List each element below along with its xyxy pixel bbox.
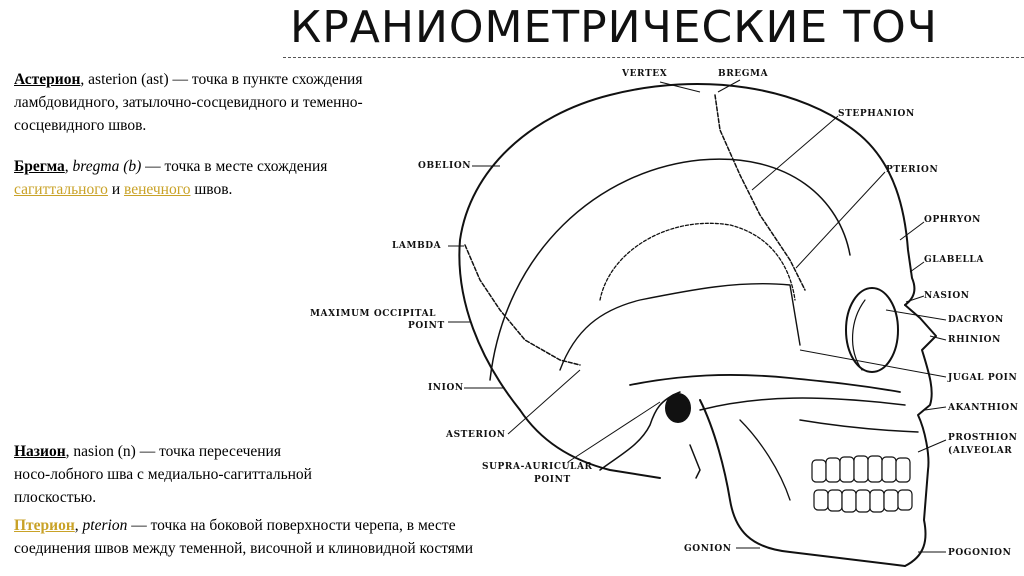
orbit-inner <box>851 299 866 371</box>
styloid <box>689 444 701 479</box>
label-alveolar: (ALVEOLAR <box>948 445 1012 456</box>
paragraph-asterion: Астерион, asterion (ast) — точка в пункт… <box>14 68 363 137</box>
label-inion: INION <box>428 383 464 393</box>
label-lambda: LAMBDA <box>392 241 442 251</box>
label-stephanion: STEPHANION <box>838 109 915 119</box>
zygomatic-arch-lower <box>699 397 906 411</box>
nasion-line-2: носо-лобного шва с медиально-сагиттально… <box>14 466 312 483</box>
bregma-line-1: — точка в месте схождения <box>141 158 328 175</box>
pterion-line-2: соединения швов между теменной, височной… <box>14 540 474 557</box>
title-divider <box>283 57 1024 58</box>
leader-pterion <box>795 171 886 269</box>
label-dacryon: DACRYON <box>948 315 1004 325</box>
label-supra-auricular-point: POINT <box>534 475 571 485</box>
leader-stephanion <box>751 115 839 191</box>
label-pterion: PTERION <box>886 165 938 175</box>
paragraph-nasion: Назион, nasion (n) — точка пересечения н… <box>14 440 312 509</box>
ear-canal <box>665 393 691 423</box>
skull-outline <box>458 83 916 411</box>
paragraph-pterion: Птерион, pterion — точка на боковой пове… <box>14 514 473 560</box>
leader-dacryon <box>885 309 947 321</box>
leader-bregma <box>717 79 741 93</box>
leader-jugal <box>799 349 947 378</box>
teeth <box>811 455 913 513</box>
mandible <box>699 399 906 567</box>
mandible-ramus <box>739 419 791 501</box>
asterion-line-2: ламбдовидного, затылочно-сосцевидного и … <box>14 94 363 111</box>
term-pterion[interactable]: Птерион <box>14 517 75 534</box>
page-title: КРАНИОМЕТРИЧЕСКИЕ ТОЧ <box>290 2 938 53</box>
leader-asterion <box>507 369 581 435</box>
leader-nasion <box>905 295 925 303</box>
pterion-latin: pterion <box>82 517 128 534</box>
temporal-squama <box>559 283 801 371</box>
label-glabella: GLABELLA <box>924 255 984 265</box>
mastoid <box>599 391 681 471</box>
label-prosthion: PROSTHION <box>948 433 1017 443</box>
term-asterion: Астерион <box>14 71 81 88</box>
temporal-line <box>489 158 851 381</box>
label-pogonion: POGONION <box>948 548 1011 558</box>
pterion-line-1: — точка на боковой поверхности черепа, в… <box>127 517 456 534</box>
occipital-lower <box>519 409 661 479</box>
leader-akanthion <box>924 406 947 411</box>
squamous-suture <box>599 222 796 301</box>
label-obelion: OBELION <box>418 161 471 171</box>
zygomatic-arch <box>629 374 901 393</box>
bregma-sep: , <box>64 158 73 175</box>
face-profile <box>904 304 937 567</box>
label-rhinion: RHINION <box>948 335 1001 345</box>
bregma-latin: bregma (b) <box>72 158 142 175</box>
term-bregma: Брегма <box>14 158 65 175</box>
leader-vertex <box>659 81 701 93</box>
label-nasion: NASION <box>924 291 970 301</box>
label-ophryon: OPHRYON <box>924 215 981 225</box>
label-akanthion: AKANTHION <box>947 403 1019 413</box>
label-jugal-point: JUGAL POIN <box>947 373 1017 383</box>
paragraph-bregma: Брегма, bregma (b) — точка в месте схожд… <box>14 155 327 201</box>
leader-glabella <box>909 261 925 273</box>
term-nasion: Назион <box>14 443 66 460</box>
nasion-line-1: , nasion (n) — точка пересечения <box>65 443 281 460</box>
nasion-line-3: плоскостью. <box>14 489 97 506</box>
label-maximum-occipital-point: POINT <box>408 321 445 331</box>
pterion-sep: , <box>74 517 83 534</box>
label-gonion: GONION <box>684 544 732 554</box>
orbit <box>845 287 899 373</box>
bregma-end: швов. <box>190 181 233 198</box>
asterion-line-3: сосцевидного швов. <box>14 117 147 134</box>
link-sagittal[interactable]: сагиттального <box>14 181 108 198</box>
bregma-and: и <box>107 181 124 198</box>
leader-supra-auricular <box>567 401 661 463</box>
link-coronal[interactable]: венечного <box>123 181 191 198</box>
asterion-line-1: , asterion (ast) — точка в пункте схожде… <box>80 71 363 88</box>
label-asterion: ASTERION <box>445 430 506 440</box>
label-vertex: VERTEX <box>621 69 667 79</box>
label-bregma: BREGMA <box>718 69 769 79</box>
lambdoid-suture <box>464 244 581 366</box>
maxilla <box>799 419 919 433</box>
leader-ophryon <box>899 221 925 241</box>
label-supra-auricular: SUPRA-AURICULAR <box>482 462 593 472</box>
leader-rhinion <box>929 335 947 341</box>
coronal-suture <box>714 94 806 291</box>
label-maximum-occipital: MAXIMUM OCCIPITAL <box>310 309 436 319</box>
leader-prosthion <box>917 439 947 453</box>
